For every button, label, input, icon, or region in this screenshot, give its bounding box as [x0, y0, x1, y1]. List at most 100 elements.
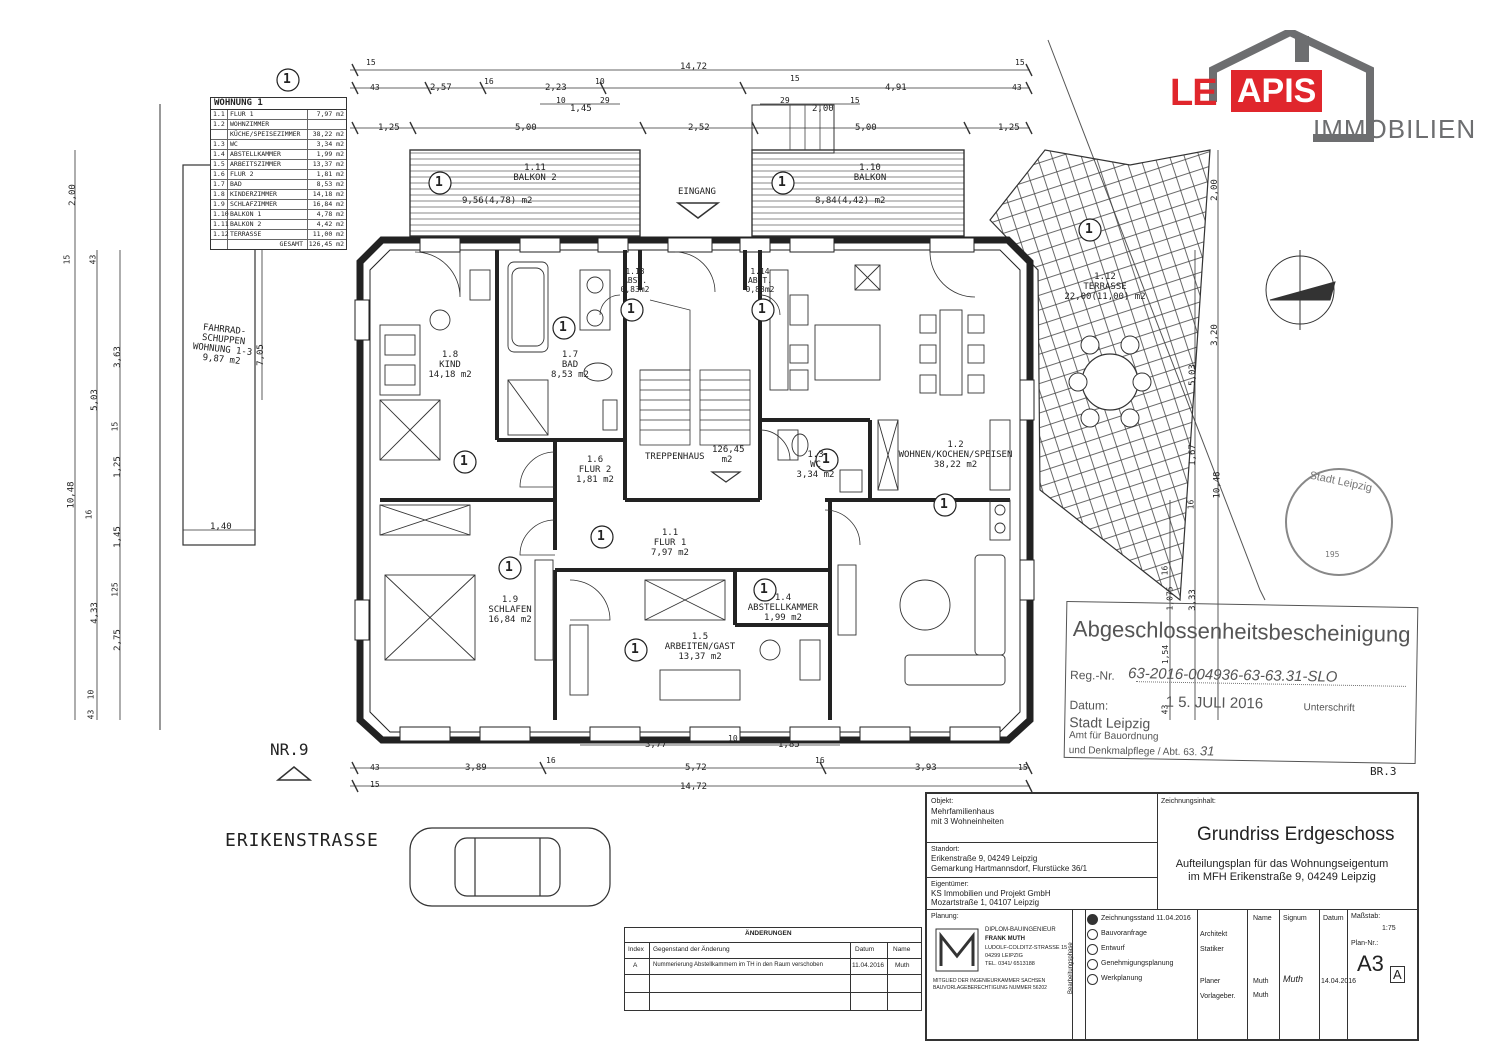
tb-role: Statiker [1200, 946, 1224, 953]
legend-cell-area: 16,84 m2 [312, 200, 344, 208]
certificate-stamp: Abgeschlossenheitsbescheinigung Reg.-Nr.… [1063, 600, 1419, 765]
dim-label: 1,85 [778, 740, 800, 750]
changes-h-date: Datum [855, 946, 875, 953]
room-name: ABST. [747, 276, 773, 285]
changes-name: Muth [895, 962, 910, 969]
room-terrasse: 1.12 TERRASSE 22,00(11,00) m2 [1060, 272, 1150, 302]
room-number: 1.2 [947, 440, 964, 450]
room-area: 0,83m2 [745, 285, 775, 294]
room-name: BALKON [853, 173, 887, 183]
dim-label: 5,00 [855, 123, 877, 133]
tb-zeichnungsinhalt-label: Zeichnungsinhalt: [1161, 798, 1216, 805]
room-number: 1.1 [661, 528, 679, 538]
balcony-left [409, 149, 641, 237]
dim-label: 1,67 [1187, 444, 1198, 466]
legend-cell-area: 8,53 m2 [316, 180, 344, 188]
dim-label: 125 [110, 582, 120, 597]
dim-label: 15 [370, 780, 380, 789]
room-name: ABSTELLKAMMER [747, 603, 819, 613]
changes-table: ÄNDERUNGEN Index Gegenstand der Änderung… [624, 927, 922, 1011]
tb-role: Planer [1200, 978, 1221, 985]
room-balkon1: 1.10 BALKON [845, 163, 895, 183]
tb-phase-label: Genehmigungsplanung [1101, 960, 1174, 967]
dim-label: 15 [1018, 763, 1028, 772]
dim-label: 43 [1012, 83, 1022, 92]
dim-label: 1,40 [210, 522, 232, 532]
stamp-date-label: Datum: [1069, 698, 1109, 713]
tb-subtitle: Aufteilungsplan für das Wohnungseigentum… [1167, 858, 1397, 884]
legend-cell-name: KINDERZIMMER [228, 190, 308, 199]
logo-apis: APIS [1231, 70, 1323, 112]
stamp-abt: 31 [1199, 743, 1215, 759]
dim-label: 5,03 [1187, 364, 1198, 386]
bathroom-fixtures [507, 261, 863, 493]
marker-wohnen: 1 [940, 497, 948, 512]
tb-plan-label: Plan-Nr.: [1351, 940, 1379, 947]
changes-date: 11.04.2016 [852, 962, 885, 969]
kitchen-living-furniture [769, 264, 1011, 686]
dim-label: 16 [1160, 565, 1170, 576]
entrance-arrow [675, 202, 721, 219]
tb-gemarkung: Gemarkung Hartmannsdorf, Flurstücke 36/1 [931, 864, 1088, 873]
dim-label: 2,00 [67, 184, 78, 206]
dim-label: 43 [86, 709, 96, 720]
tb-name-h: Name [1253, 915, 1272, 922]
marker-wc: 1 [822, 452, 830, 467]
room-treppenhaus-area: 126,45 m2 [712, 445, 745, 465]
tb-eigentuemer: KS Immobilien und Projekt GmbH [931, 889, 1051, 898]
marker-abst2: 1 [758, 302, 766, 317]
legend-cell-area: 13,37 m2 [312, 160, 344, 168]
stamp-reg-label: Reg.-Nr. [1069, 668, 1115, 683]
room-number: 1.8 [441, 350, 459, 360]
tb-eigentuemer-label: Eigentümer: [931, 881, 969, 888]
room-area: 16,84 m2 [488, 615, 532, 625]
br-label: BR.3 [1370, 765, 1397, 778]
room-area: 0,83m2 [620, 285, 650, 294]
tb-phase-label: Bauvoranfrage [1101, 930, 1147, 937]
dim-label: 3,63 [112, 346, 123, 368]
seal-number: 195 [1325, 550, 1340, 559]
room-name: BALKON 2 [513, 173, 557, 183]
logo-immobilien: IMMOBILIEN [1313, 114, 1477, 144]
legend-cell-n: 1.11 [213, 220, 229, 229]
tb-vorl-name: Muth [1253, 992, 1269, 999]
stair-arrow [710, 471, 742, 483]
room-number: 1.12 [1094, 272, 1116, 282]
tb-eigentuemer2: Mozartstraße 1, 04107 Leipzig [931, 898, 1040, 907]
legend-cell-area: 3,34 m2 [316, 140, 344, 148]
dim-label: 2,75 [112, 629, 123, 651]
dim-label: 15 [1015, 58, 1025, 67]
official-seal: Stadt Leipzig 195 [1285, 468, 1393, 576]
dim-label: 5,03 [89, 389, 100, 411]
marker-legend: 1 [283, 72, 291, 87]
marker-kind: 1 [460, 454, 468, 469]
dim-label: 10 [595, 77, 605, 86]
tb-signum-h: Signum [1283, 915, 1307, 922]
legend-cell-name: FLUR 2 [228, 170, 308, 179]
tb-planung-label: Planung: [931, 913, 959, 920]
dim-label: 15 [790, 74, 800, 83]
legend-total-row: GESAMT 126,45 m2 [211, 240, 346, 249]
dim-label: 15 [62, 254, 72, 265]
dimension-ticks [351, 63, 1033, 793]
tb-objekt: Mehrfamilienhaus [931, 807, 995, 816]
dim-label: 14,72 [680, 782, 708, 792]
legend-cell-n: 1.6 [211, 170, 228, 179]
room-balkon2-area: 9,56(4,78) m2 [462, 196, 533, 206]
room-flur2: 1.6 FLUR 2 1,81 m2 [570, 455, 620, 485]
dim-label: 16 [546, 756, 556, 765]
room-abst1: 1.13 ABST. 0,83m2 [620, 267, 650, 294]
room-area: 38,22 m2 [933, 460, 978, 470]
dim-label: 43 [370, 83, 380, 92]
dim-label: 1,25 [378, 123, 400, 133]
dim-label: 10 [728, 734, 738, 743]
dim-label: 1,25 [998, 123, 1020, 133]
